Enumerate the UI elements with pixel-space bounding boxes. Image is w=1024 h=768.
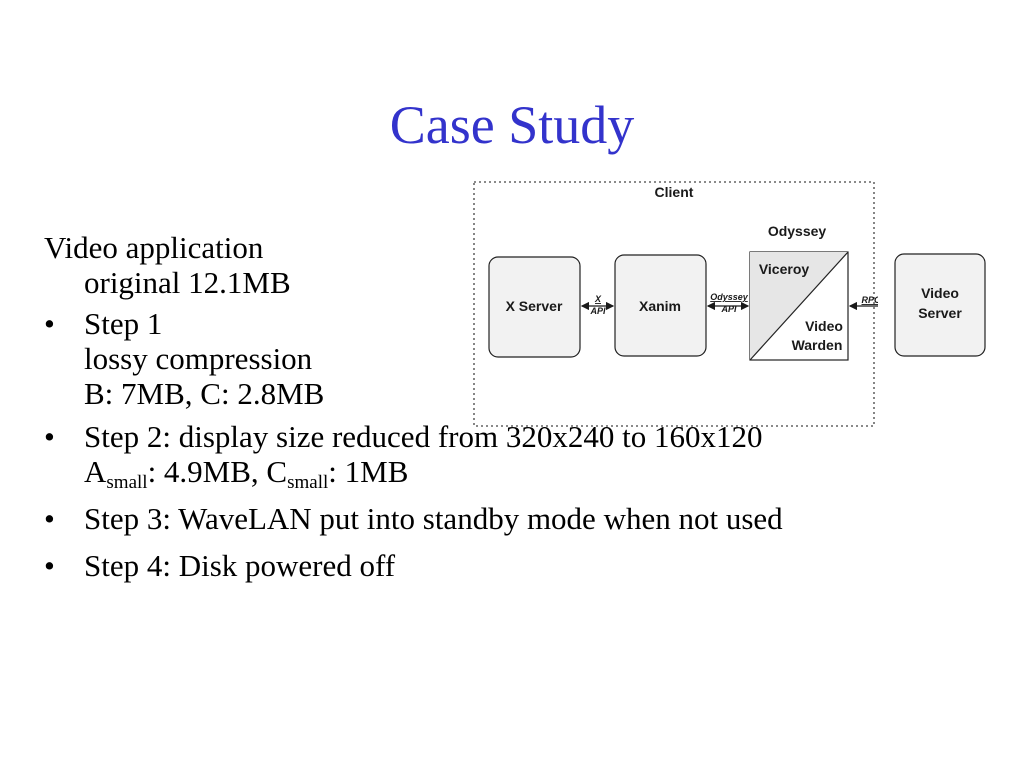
a-label: A (84, 454, 107, 489)
video-server-layer: Video Server (894, 253, 986, 357)
viceroy-label: Viceroy (759, 261, 810, 277)
bullet-marker: • (44, 548, 55, 583)
intro-block: Video application original 12.1MB (44, 230, 783, 300)
xanim-box (614, 254, 707, 357)
odyssey-label: Odyssey (768, 223, 827, 239)
rpc-label: RPC (861, 295, 878, 305)
c-value: : 1MB (328, 454, 409, 489)
video-server-node (894, 253, 986, 357)
x-api-label-1: X (594, 294, 602, 304)
bullet-marker: • (44, 501, 55, 536)
video-server-label-1: Video (921, 285, 959, 301)
bullet-step-2: • Step 2: display size reduced from 320x… (44, 419, 783, 492)
odyssey-api-label-2: API (720, 304, 737, 314)
bullet-marker: • (44, 306, 55, 341)
a-value: : 4.9MB, C (147, 454, 288, 489)
bullet-step-1-line-3: B: 7MB, C: 2.8MB (84, 376, 325, 411)
slide-title: Case Study (389, 95, 635, 155)
odyssey-divider (749, 251, 849, 361)
x-server-box (488, 256, 581, 358)
x-api-label-2: API (589, 306, 606, 316)
bullet-step-2-line-1: Step 2: display size reduced from 320x24… (84, 419, 763, 454)
c-subscript: small (287, 472, 329, 493)
xanim-label: Xanim (639, 298, 681, 314)
bullet-step-1-line-2: lossy compression (84, 341, 313, 376)
intro-line-2: original 12.1MB (84, 265, 291, 300)
bullet-step-2-line-2: Asmall: 4.9MB, Csmall: 1MB (84, 454, 783, 492)
a-subscript: small (106, 472, 148, 493)
bullet-step-3-text: Step 3: WaveLAN put into standby mode wh… (84, 501, 783, 536)
bullet-step-1: • Step 1 lossy compression B: 7MB, C: 2.… (44, 306, 783, 411)
video-warden-label-1: Video (805, 318, 843, 334)
bullet-step-3: • Step 3: WaveLAN put into standby mode … (44, 501, 783, 536)
architecture-diagram: Client X Server Xanim Odyssey Viceroy Vi… (472, 178, 878, 430)
intro-line-1: Video application (44, 230, 264, 265)
bullet-step-4: • Step 4: Disk powered off (44, 548, 783, 583)
client-label: Client (655, 184, 694, 200)
bullet-step-4-text: Step 4: Disk powered off (84, 548, 396, 583)
slide-body: Video application original 12.1MB • Step… (44, 230, 783, 583)
video-warden-label-2: Warden (792, 337, 843, 353)
video-server-label-2: Server (918, 305, 962, 321)
bullet-marker: • (44, 419, 55, 454)
x-server-label: X Server (506, 298, 563, 314)
bullet-step-1-line-1: Step 1 (84, 306, 163, 341)
odyssey-api-label-1: Odyssey (710, 292, 749, 302)
